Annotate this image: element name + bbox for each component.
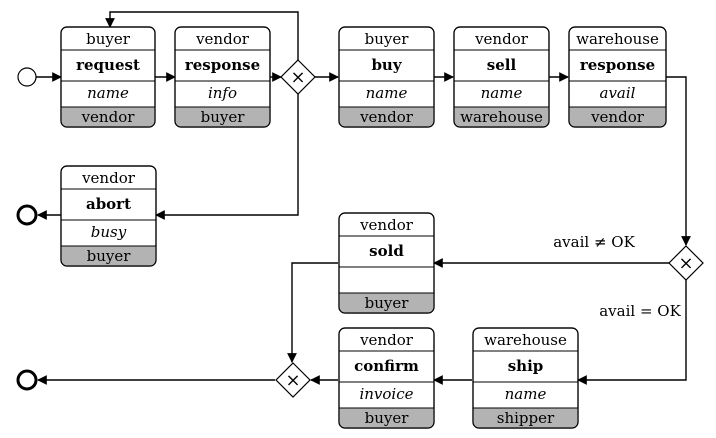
task-message: sell	[487, 56, 517, 74]
task-sell: vendor sell name warehouse	[453, 26, 550, 128]
task-outline	[60, 165, 157, 267]
gateway-diamond	[280, 59, 316, 95]
task-outline	[338, 212, 435, 314]
task-message: ship	[508, 357, 544, 375]
start-event	[17, 67, 37, 87]
receiver-band	[473, 408, 578, 428]
receiver-band	[61, 107, 155, 127]
task-initiator: buyer	[86, 30, 131, 48]
receiver-band	[454, 107, 549, 127]
task-outline	[472, 327, 579, 429]
task-parameter: name	[481, 84, 523, 102]
task-message: abort	[86, 195, 131, 213]
task-message: buy	[371, 56, 402, 74]
task-buy: buyer buy name vendor	[338, 26, 435, 128]
task-receiver: buyer	[365, 294, 410, 312]
task-message: response	[580, 56, 655, 74]
gateway-diamond	[275, 362, 311, 398]
task-initiator: vendor	[195, 30, 250, 48]
task-request: buyer request name vendor	[60, 26, 156, 128]
task-outline	[338, 26, 435, 128]
gateway-symbol: ×	[290, 67, 305, 88]
receiver-band	[339, 408, 434, 428]
receiver-band	[61, 246, 156, 266]
gateway-2: ×	[668, 245, 704, 281]
receiver-band	[569, 107, 666, 127]
flow-gateway-to-abort	[155, 94, 299, 220]
flow-gateway-loop-to-request	[105, 11, 299, 60]
task-message: response	[185, 56, 260, 74]
flow-gateway2-to-ship	[577, 280, 687, 385]
task-initiator: buyer	[365, 30, 410, 48]
task-receiver: vendor	[81, 108, 136, 126]
task-receiver: warehouse	[460, 108, 543, 126]
task-receiver: buyer	[365, 409, 410, 427]
task-initiator: vendor	[474, 30, 529, 48]
task-parameter: name	[366, 84, 408, 102]
gateway-3: ×	[275, 362, 311, 398]
task-parameter: avail	[600, 84, 636, 102]
task-receiver: buyer	[87, 247, 132, 265]
task-receiver: buyer	[201, 108, 246, 126]
receiver-band	[339, 107, 434, 127]
task-receiver: vendor	[359, 108, 414, 126]
task-parameter: info	[208, 84, 237, 102]
task-outline	[338, 327, 435, 429]
gateway-symbol: ×	[285, 370, 300, 391]
task-parameter: busy	[91, 223, 127, 241]
task-outline	[453, 26, 550, 128]
task-initiator: vendor	[81, 169, 136, 187]
receiver-band	[339, 293, 434, 313]
receiver-band	[175, 107, 270, 127]
task-parameter: invoice	[359, 385, 413, 403]
gateway-symbol: ×	[678, 253, 693, 274]
gateway-1: ×	[280, 59, 316, 95]
task-receiver: shipper	[497, 409, 555, 427]
task-outline	[174, 26, 271, 128]
condition-ok: avail = OK	[599, 302, 681, 320]
task-outline	[60, 26, 156, 128]
task-initiator: vendor	[359, 331, 414, 349]
task-parameter: name	[87, 84, 129, 102]
task-message: request	[76, 56, 140, 74]
task-parameter: name	[505, 385, 547, 403]
task-initiator: warehouse	[484, 331, 567, 349]
task-initiator: warehouse	[576, 30, 659, 48]
task-ship: warehouse ship name shipper	[472, 327, 579, 429]
task-abort: vendor abort busy buyer	[60, 165, 157, 267]
task-response-avail: warehouse response avail vendor	[568, 26, 667, 128]
task-receiver: vendor	[590, 108, 645, 126]
end-event-complete	[16, 369, 38, 391]
task-sold: vendor sold buyer	[338, 212, 435, 314]
gateway-diamond	[668, 245, 704, 281]
end-event-abort	[16, 204, 38, 226]
task-message: confirm	[354, 357, 419, 375]
task-outline	[568, 26, 667, 128]
condition-not-ok: avail ≠ OK	[553, 233, 635, 251]
task-initiator: vendor	[359, 216, 414, 234]
flow-sold-to-gateway3	[287, 262, 338, 363]
sequence-flows	[36, 11, 691, 385]
flow-response-to-gateway2	[666, 76, 691, 246]
task-response-info: vendor response info buyer	[174, 26, 271, 128]
task-confirm: vendor confirm invoice buyer	[338, 327, 435, 429]
task-message: sold	[369, 242, 404, 260]
